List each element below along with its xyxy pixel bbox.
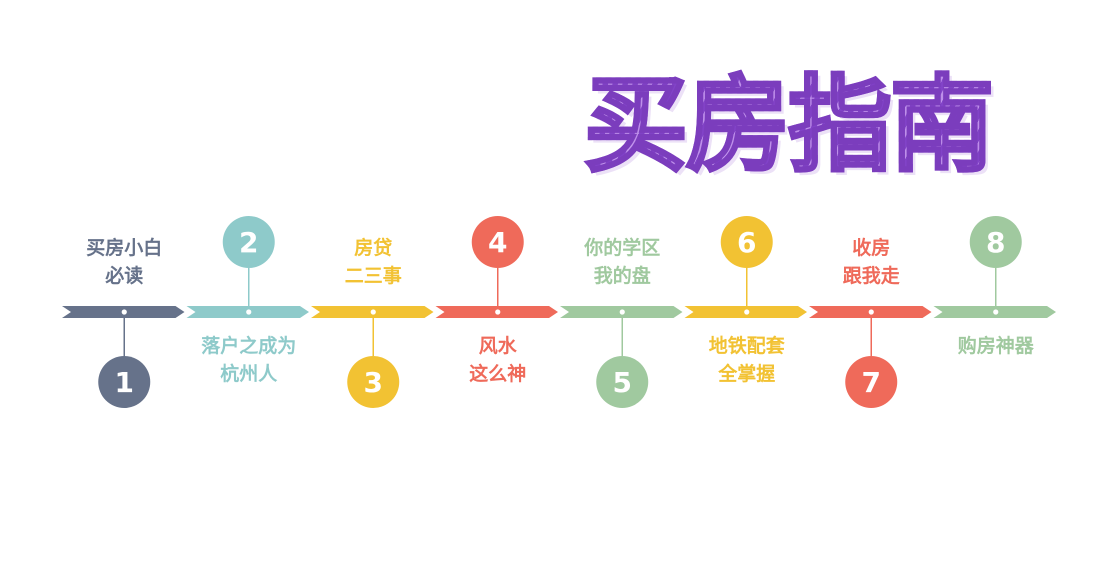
step-circle [720,216,773,268]
step-label: 买房小白必读 [54,234,194,290]
timeline-axis-dot [868,309,874,315]
step-number: 7 [862,366,881,399]
step-label: 风水这么神 [428,332,568,388]
timeline-axis-dot [619,309,625,315]
step-label-line: 风水 [478,335,517,357]
timeline-axis-dot [744,309,750,315]
timeline-axis-dot [246,309,252,315]
step-circle [222,216,275,268]
step-number: 5 [613,366,632,399]
step-label-line: 购房神器 [957,335,1034,357]
step-label-line: 买房小白 [86,237,163,259]
step-number: 4 [488,226,507,259]
step-number: 1 [115,366,134,399]
timeline-axis-dot [495,309,501,315]
step-label-line: 全掌握 [718,363,776,385]
timeline-axis-dot [993,309,999,315]
step-label-line: 二三事 [344,265,402,287]
step-label: 你的学区我的盘 [552,234,692,290]
step-label-line: 跟我走 [842,265,900,287]
step-label: 地铁配套全掌握 [677,332,817,388]
step-label-line: 你的学区 [584,237,661,259]
timeline-circles: 1 2 3 4 5 6 7 8 [98,216,1022,408]
step-circle [845,356,898,408]
step-label: 收房跟我走 [801,234,941,290]
step-number: 2 [239,226,258,259]
step-label-line: 我的盘 [593,265,651,287]
timeline-axis-dot [370,309,376,315]
step-number: 6 [737,226,756,259]
step-circle [98,356,151,408]
step-label-line: 落户之成为 [201,335,297,357]
step-circle [596,356,649,408]
step-label-line: 地铁配套 [708,335,785,357]
step-circle [969,216,1022,268]
step-label-line: 杭州人 [220,363,278,385]
page-title: 买房指南 [583,60,1024,190]
step-label-line: 这么神 [469,363,527,385]
timeline-axis-dot [121,309,127,315]
step-label-line: 必读 [105,265,144,287]
step-label: 落户之成为杭州人 [179,332,319,388]
step-circle [471,216,524,268]
step-label-line: 收房 [852,237,891,259]
step-number: 8 [986,226,1005,259]
step-number: 3 [364,366,383,399]
timeline-connectors [121,268,999,356]
step-label: 购房神器 [926,332,1066,360]
step-label: 房贷二三事 [303,234,443,290]
timeline-arrows [62,306,1056,318]
step-circle [347,356,400,408]
step-label-line: 房贷 [354,237,393,259]
